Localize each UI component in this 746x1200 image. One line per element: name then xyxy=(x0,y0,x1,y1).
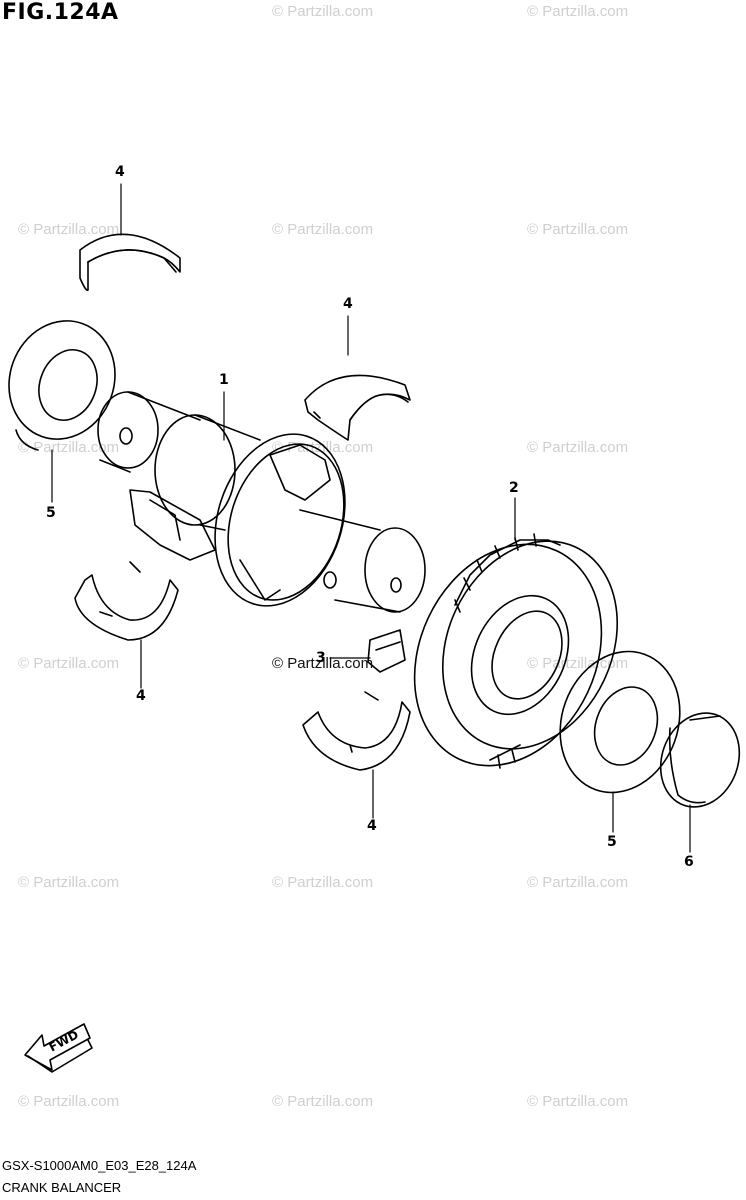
callout-gear: 2 xyxy=(509,480,519,496)
watermark: © Partzilla.com xyxy=(527,439,629,456)
driven-gear xyxy=(413,533,619,769)
watermark: © Partzilla.com xyxy=(272,3,374,20)
key xyxy=(367,629,406,673)
figure-code: GSX-S1000AM0_E03_E28_124A xyxy=(2,1158,197,1173)
thrust-washer-right xyxy=(559,650,681,794)
watermark: © Partzilla.com xyxy=(18,1093,120,1110)
callout-washer-right: 5 xyxy=(607,834,617,850)
figure-title: FIG.124A xyxy=(2,0,119,25)
end-cap xyxy=(659,712,741,808)
watermark: © Partzilla.com xyxy=(18,874,120,891)
callout-key: 3 xyxy=(316,650,326,666)
watermark: © Partzilla.com xyxy=(272,655,374,672)
bearing-shell-lower-left xyxy=(74,561,179,641)
callout-bearing-top-right: 4 xyxy=(343,296,353,312)
balancer-shaft xyxy=(97,391,426,613)
watermark: © Partzilla.com xyxy=(272,874,374,891)
bearing-shell-top-left xyxy=(79,233,181,292)
watermark: © Partzilla.com xyxy=(18,221,120,238)
watermark: © Partzilla.com xyxy=(527,221,629,238)
watermark: © Partzilla.com xyxy=(527,655,629,672)
callout-bearing-lower-center: 4 xyxy=(367,818,377,834)
callout-washer-left: 5 xyxy=(46,505,56,521)
fwd-arrow xyxy=(24,1023,93,1073)
leader-lines xyxy=(51,183,691,853)
watermark: © Partzilla.com xyxy=(527,3,629,20)
watermark: © Partzilla.com xyxy=(527,1093,629,1110)
watermark: © Partzilla.com xyxy=(18,439,120,456)
callout-bearing-top-left: 4 xyxy=(115,164,125,180)
watermark: © Partzilla.com xyxy=(18,655,120,672)
watermark: © Partzilla.com xyxy=(527,874,629,891)
callout-cap: 6 xyxy=(684,854,694,870)
watermark: © Partzilla.com xyxy=(272,1093,374,1110)
thrust-washer-left xyxy=(8,320,116,451)
watermark: © Partzilla.com xyxy=(272,221,374,238)
figure-name: CRANK BALANCER xyxy=(2,1180,122,1195)
bearing-shell-top-right xyxy=(304,374,411,441)
callout-bearing-lower-left: 4 xyxy=(136,688,146,704)
bearing-shell-lower-center xyxy=(302,691,411,771)
callout-shaft: 1 xyxy=(219,372,229,388)
